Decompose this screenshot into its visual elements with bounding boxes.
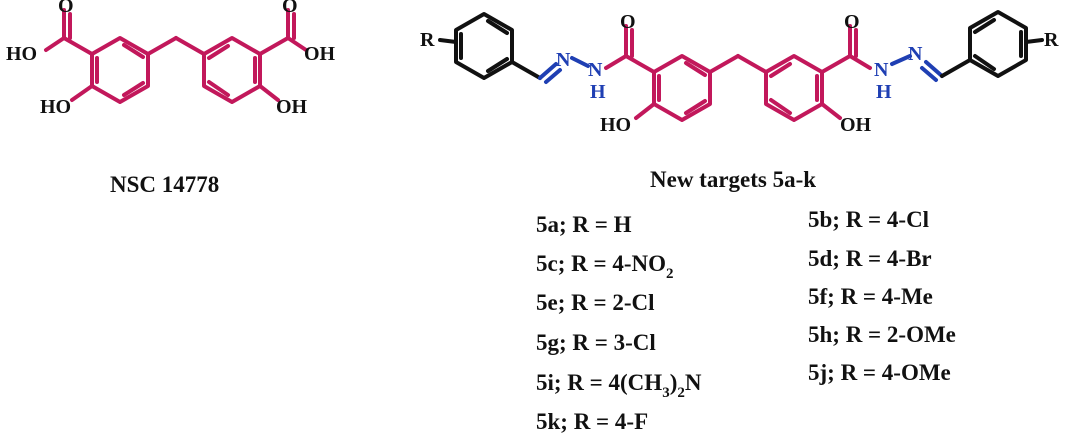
hydroxyl-label: OH (840, 114, 872, 136)
substituent-entry: 5b; R = 4-Cl (808, 207, 929, 232)
hydroxyl-label: HO (6, 43, 37, 65)
oxygen-atom-label: O (58, 0, 74, 17)
nitrogen-atom-label: N (556, 49, 571, 71)
substituent-entry: 5h; R = 2-OMe (808, 322, 956, 347)
substituent-entry: 5j; R = 4-OMe (808, 360, 951, 385)
nitrogen-atom-label: N (588, 59, 603, 81)
substituent-entry: 5c; R = 4-NO2 (536, 251, 674, 282)
nitrogen-atom-label: N (874, 59, 889, 81)
substituent-entry: 5g; R = 3-Cl (536, 330, 656, 355)
substituent-entry: 5a; R = H (536, 212, 632, 237)
substituent-list-left: 5a; R = H 5c; R = 4-NO2 5e; R = 2-Cl 5g;… (536, 212, 702, 434)
substituent-entry: 5d; R = 4-Br (808, 246, 932, 271)
substituent-entry: 5i; R = 4(CH3)2N (536, 370, 702, 401)
oxygen-atom-label: O (620, 11, 636, 33)
hydroxyl-label: OH (276, 96, 308, 118)
oxygen-atom-label: O (844, 11, 860, 33)
substituent-entry: 5k; R = 4-F (536, 409, 648, 434)
compound-label-new-targets: New targets 5a-k (650, 167, 816, 192)
hydrogen-atom-label: H (590, 81, 606, 103)
nsc14778-structure: O O HO HO OH OH (6, 0, 336, 118)
substituent-entry: 5f; R = 4-Me (808, 284, 933, 309)
oxygen-atom-label: O (282, 0, 298, 17)
hydroxyl-label: HO (40, 96, 71, 118)
r-group-label: R (420, 29, 435, 51)
nitrogen-atom-label: N (908, 43, 923, 65)
hydroxyl-label: HO (600, 114, 631, 136)
substituent-list-right: 5b; R = 4-Cl 5d; R = 4-Br 5f; R = 4-Me 5… (808, 207, 956, 385)
compound-label-nsc14778: NSC 14778 (110, 172, 219, 197)
new-targets-structure: R R N N H N H N O O HO OH (420, 10, 1059, 136)
r-group-label: R (1044, 29, 1059, 51)
substituent-entry: 5e; R = 2-Cl (536, 290, 655, 315)
hydroxyl-label: OH (304, 43, 336, 65)
hydrogen-atom-label: H (876, 81, 892, 103)
